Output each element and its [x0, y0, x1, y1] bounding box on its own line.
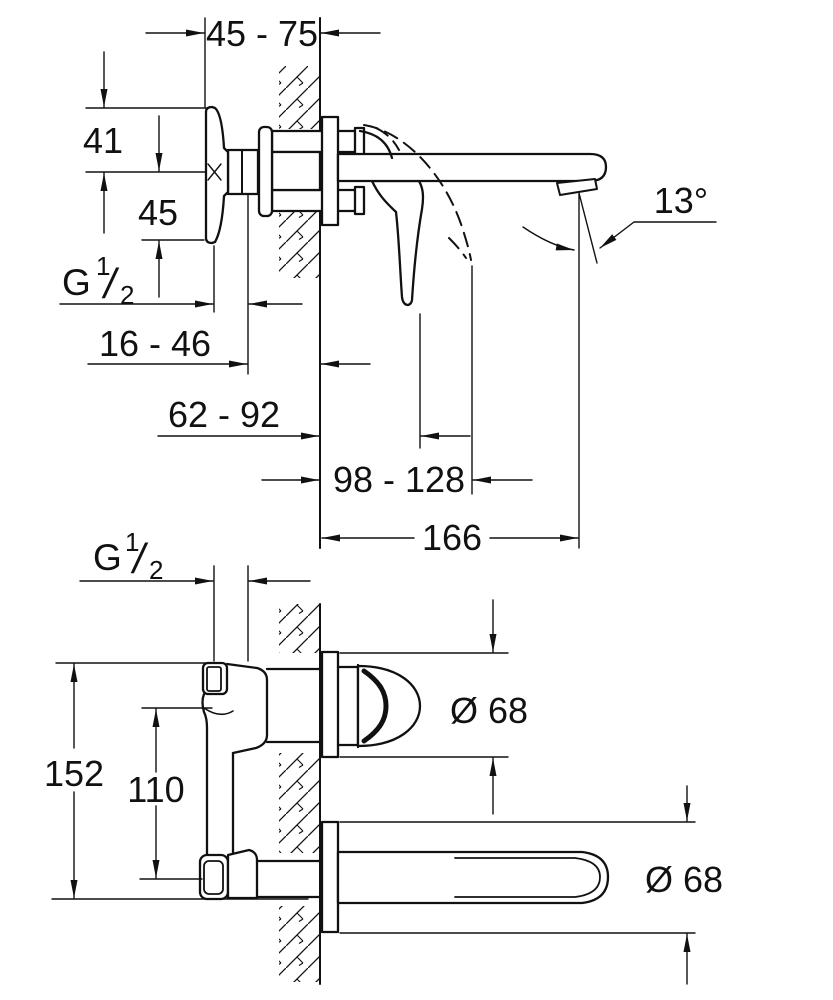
faucet-body [204, 105, 366, 245]
wall-section-bottom [279, 603, 321, 985]
upper-flange [225, 662, 269, 755]
angle-arc [522, 226, 575, 251]
bottom-supply-pipe [270, 188, 358, 213]
dim-top-offset: 41 [83, 51, 207, 234]
lever-pivot-arc [358, 129, 394, 160]
dim-label: 98 - 128 [333, 459, 465, 500]
thread-text: G 1 / 2 [62, 251, 134, 310]
wall-hatch-lower [279, 211, 320, 278]
dim-port-spacing: 110 [127, 707, 213, 880]
dim-label: 16 - 46 [99, 323, 211, 364]
dim-label: 62 - 92 [168, 394, 280, 435]
spout-mousseur [556, 178, 598, 196]
wall-hatch-upper [279, 66, 320, 129]
svg-text:2: 2 [120, 280, 134, 310]
dim-depth-range: 45 - 75 [145, 13, 381, 108]
dome-rim [361, 668, 389, 744]
bottom-pipe-cap [353, 185, 366, 216]
body-silhouette [203, 663, 267, 857]
wall-section [279, 17, 321, 549]
casting-contour [203, 707, 234, 716]
upper-escutcheon-plate [320, 650, 340, 759]
dim-label: 41 [83, 120, 123, 161]
svg-text:G: G [93, 537, 122, 578]
lower-escutcheon-plate [320, 820, 340, 934]
spout-contour [454, 857, 601, 898]
svg-text:/: / [130, 535, 149, 582]
svg-text:G: G [62, 262, 91, 303]
bottom-view: G 1 / 2 152 110 Ø 6 [44, 527, 723, 985]
top-view: 13° 45 - 75 41 45 [59, 13, 717, 558]
svg-text:1: 1 [96, 251, 110, 281]
angle-leader [599, 221, 717, 249]
wall-hatch-2 [279, 753, 320, 853]
handle-dome-cap [356, 664, 422, 748]
dim-label: 152 [44, 753, 104, 794]
lever-handle [370, 179, 425, 307]
knob-center-mark [207, 163, 222, 181]
angle-label: 13° [654, 180, 708, 221]
dim-label: 45 - 75 [206, 13, 318, 54]
svg-text:1: 1 [125, 527, 139, 557]
svg-text:/: / [101, 260, 120, 307]
thread-label-top: G 1 / 2 [59, 194, 303, 375]
top-supply-pipe [270, 129, 358, 154]
body-tube-left [201, 692, 209, 858]
upper-nut-flat [206, 666, 222, 692]
wall-hatch-3 [279, 906, 320, 982]
angle-annotation: 13° [522, 180, 717, 549]
cartridge-sleeve [270, 150, 322, 192]
dim-bottom-offset: 45 [138, 115, 205, 298]
dim-connection-range: 16 - 46 [87, 323, 371, 368]
thread-text: G 1 / 2 [93, 527, 163, 585]
wall-mounted-parts [320, 650, 610, 934]
lever-raised-dashed [363, 124, 472, 261]
dim-total-height: 152 [44, 662, 309, 900]
dim-escutcheon-upper: Ø 68 [339, 599, 528, 815]
dim-label: Ø 68 [450, 690, 528, 731]
lower-nut-flat [203, 860, 224, 895]
lower-flange [226, 848, 259, 900]
wall-hatch-1 [279, 604, 320, 653]
spout [336, 152, 608, 183]
dim-label: 45 [138, 192, 178, 233]
wall-escutcheon-plate [320, 115, 340, 227]
trim-ring [257, 125, 274, 218]
angle-tilted-line [578, 192, 598, 264]
dim-spout-reach: 166 [321, 517, 579, 558]
svg-text:2: 2 [149, 555, 163, 585]
thread-label-bottom: G 1 / 2 [79, 527, 311, 662]
dim-lever-closed: 62 - 92 [157, 313, 471, 449]
spout-and-lever [336, 124, 608, 307]
spout-front [336, 850, 610, 905]
dim-label: 166 [422, 517, 482, 558]
dim-label: Ø 68 [645, 859, 723, 900]
dim-escutcheon-lower: Ø 68 [339, 785, 723, 985]
dim-lever-open: 98 - 128 [261, 265, 533, 500]
dim-label: 110 [127, 769, 184, 810]
